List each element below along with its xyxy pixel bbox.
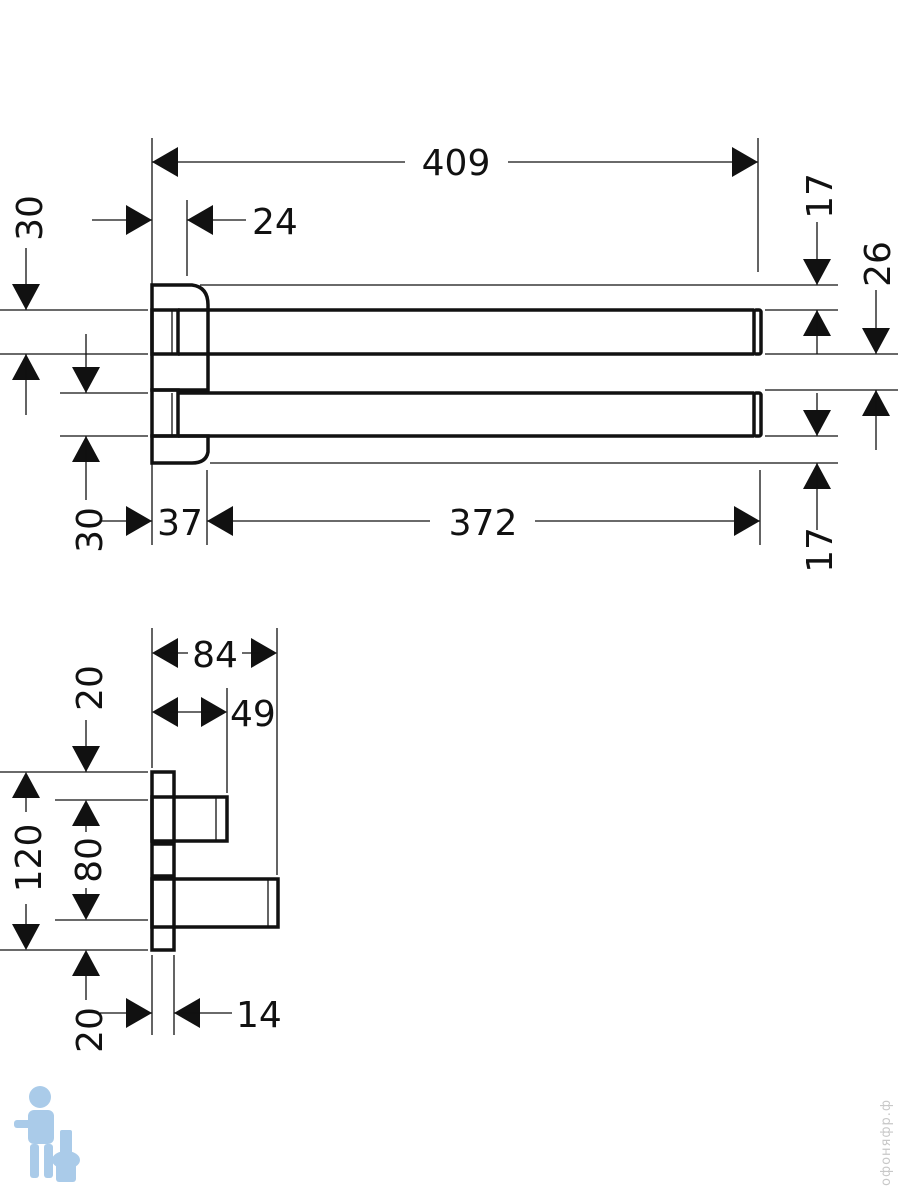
dimension-inner-projection: 49: [152, 694, 276, 735]
extension-lines-side: [0, 628, 278, 1035]
dimension-top-margin: 20: [70, 665, 111, 772]
dim-rail-spacing-label: 26: [858, 241, 899, 287]
dim-top-margin-label: 20: [70, 665, 111, 711]
dimension-total-projection: 84: [152, 635, 277, 676]
dim-top-offset-label: 30: [10, 195, 51, 241]
dim-plate-height-label: 120: [9, 824, 50, 893]
dim-bar-gap-upper-label: 17: [800, 173, 841, 219]
dimension-bottom-margin: 20: [70, 950, 111, 1053]
dim-bottom-offset-label: 30: [70, 507, 111, 553]
dim-plate-thickness-label: 14: [236, 995, 282, 1036]
dim-rail-length-label: 372: [449, 503, 518, 544]
dimension-bottom-offset: 30: [70, 436, 111, 553]
side-view: 84 49 20 120 80: [0, 628, 282, 1053]
dim-rail-pitch-label: 80: [69, 837, 110, 883]
dim-inner-projection-label: 49: [230, 694, 276, 735]
dimension-bracket-depth: 24: [92, 202, 298, 243]
rail-outline: [150, 283, 763, 465]
dimension-bottom-row: 37 372: [100, 503, 760, 544]
dimension-plate-height: 120: [9, 772, 50, 950]
dimension-bar-gap-upper: 17: [800, 173, 841, 354]
side-outline: [150, 770, 280, 952]
top-view: 409 24 37 372 30: [0, 138, 899, 573]
dim-bar-gap-lower-label: 17: [800, 527, 841, 573]
dimension-rail-pitch: 80: [69, 800, 110, 920]
plumber-mascot-icon: [14, 1086, 80, 1182]
dimension-plate-thickness: 14: [100, 995, 282, 1036]
extension-lines-top: [0, 138, 898, 545]
dim-overall-length-label: 409: [422, 143, 491, 184]
watermark: офоняфр.ф: [879, 1099, 894, 1186]
dim-bracket-depth-label: 24: [252, 202, 298, 243]
dim-bottom-margin-label: 20: [70, 1007, 111, 1053]
dimension-bar-gap-lower: 17: [800, 393, 841, 573]
dimension-top-offset: 30: [10, 195, 100, 415]
dimension-rail-spacing: 26: [858, 241, 899, 450]
dimension-overall-length: 409: [152, 143, 758, 184]
dim-bracket-width-label: 37: [157, 503, 203, 544]
dim-total-projection-label: 84: [192, 635, 238, 676]
